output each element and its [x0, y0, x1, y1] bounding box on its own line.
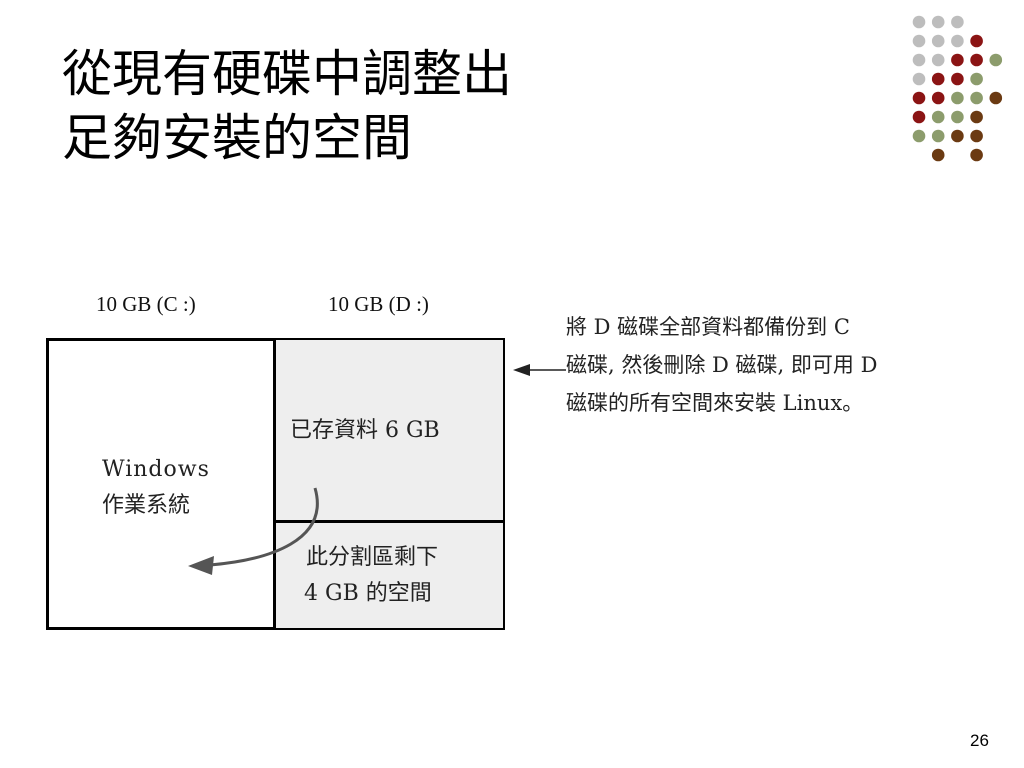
decorative-dot — [970, 110, 983, 124]
decorative-dot — [970, 129, 983, 143]
decorative-dot — [951, 53, 964, 67]
decorative-dot — [931, 129, 945, 143]
decorative-dot-grid — [912, 15, 1003, 162]
decorative-dot — [951, 34, 964, 48]
decorative-dot — [989, 53, 1003, 67]
partition-divider-horizontal — [275, 520, 505, 523]
decorative-dot — [912, 91, 926, 105]
decorative-dot — [912, 110, 926, 124]
remaining-line-1: 此分割區剩下 — [306, 545, 439, 570]
decorative-dot — [951, 15, 964, 29]
decorative-dot — [912, 34, 926, 48]
windows-label: Windows — [102, 457, 210, 482]
decorative-dot — [931, 148, 945, 162]
label-drive-c: 10 GB (C :) — [96, 292, 196, 316]
decorative-dot — [931, 53, 945, 67]
decorative-dot — [989, 91, 1003, 105]
note-text: 將 D 磁碟全部資料都備份到 C 磁碟, 然後刪除 D 磁碟, 即可用 D 磁碟… — [566, 308, 877, 422]
decorative-dot — [912, 15, 926, 29]
existing-data-label: 已存資料 6 GB — [290, 418, 440, 443]
partition-d-cell — [274, 340, 503, 628]
remaining-line-2: 4 GB 的空間 — [304, 581, 432, 606]
remaining-space-label: 此分割區剩下 4 GB 的空間 — [304, 540, 439, 612]
partition-c-label: Windows 作業系統 — [102, 452, 210, 524]
decorative-dot — [970, 72, 983, 86]
decorative-dot — [951, 110, 964, 124]
note-line-1: 將 D 磁碟全部資料都備份到 C — [566, 315, 850, 339]
decorative-dot — [931, 15, 945, 29]
decorative-dot — [931, 34, 945, 48]
decorative-dot — [970, 34, 983, 48]
label-drive-d: 10 GB (D :) — [328, 292, 429, 316]
partition-divider-vertical — [273, 340, 276, 628]
os-label: 作業系統 — [102, 493, 191, 518]
title-line-1: 從現有硬碟中調整出 — [62, 45, 512, 103]
note-line-2: 磁碟, 然後刪除 D 磁碟, 即可用 D — [566, 353, 878, 377]
slide-title: 從現有硬碟中調整出 足夠安裝的空間 — [62, 42, 512, 170]
note-line-3: 磁碟的所有空間來安裝 Linux。 — [566, 391, 864, 415]
decorative-dot — [931, 72, 945, 86]
decorative-dot — [951, 129, 964, 143]
decorative-dot — [931, 110, 945, 124]
pointer-arrow-head — [513, 364, 530, 376]
decorative-dot — [931, 91, 945, 105]
decorative-dot — [912, 53, 926, 67]
title-line-2: 足夠安裝的空間 — [62, 109, 412, 167]
decorative-dot — [951, 91, 964, 105]
decorative-dot — [970, 148, 983, 162]
decorative-dot — [951, 72, 964, 86]
decorative-dot — [912, 129, 926, 143]
decorative-dot — [912, 72, 926, 86]
decorative-dot — [970, 53, 983, 67]
page-number: 26 — [970, 731, 989, 750]
decorative-dot — [970, 91, 983, 105]
